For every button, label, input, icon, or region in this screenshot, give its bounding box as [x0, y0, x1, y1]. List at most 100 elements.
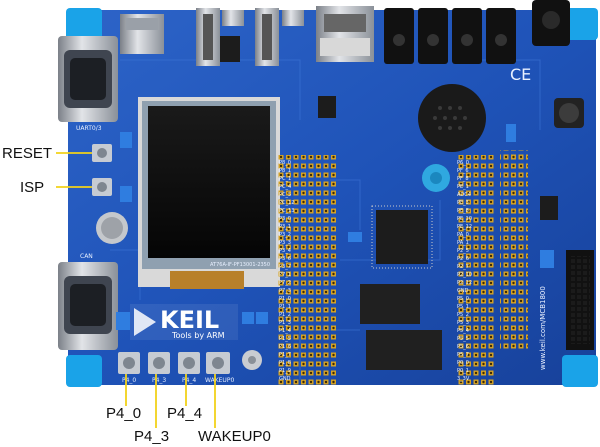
header-pin-label: PA_1: [457, 240, 469, 246]
header-pin-label: P1_0: [279, 296, 291, 302]
header-pin-label: P1_3: [279, 320, 291, 326]
ic-chip: [220, 36, 240, 62]
header-pin-label: P2_10: [457, 272, 472, 278]
callout-isp: ISP: [20, 179, 45, 196]
user-button-p4-3[interactable]: [148, 352, 170, 374]
callout-wakeup0: WAKEUP0: [198, 428, 271, 445]
board-url: www.keil.com/MCB1800: [539, 286, 547, 370]
header-pin-label: P8_1: [279, 168, 291, 174]
uart-silk-label: UART0/3: [76, 125, 102, 132]
header-right-labels: P6_0PF_6PF_8PE_1ADC4PE_3PE_8PE_10PE_12PA…: [457, 160, 472, 382]
header-pin-label: P1_1: [279, 304, 291, 310]
header-pin-label: P2_5: [457, 248, 469, 254]
header-pin-label: GND: [457, 288, 469, 294]
header-pin-label: P5_7: [457, 352, 469, 358]
header-pin-label: P1_8: [279, 360, 291, 366]
ce-mark: CE: [510, 65, 531, 84]
header-pin-label: P3_6: [279, 256, 291, 262]
header-pin-label: P7_2: [279, 280, 291, 286]
callout-p4-4: P4_4: [167, 405, 203, 422]
header-pin-label: PC_1: [279, 176, 291, 182]
header-pin-label: PE_12: [457, 224, 472, 230]
header-pin-label: P3_3: [279, 240, 291, 246]
silk-p4-4: P4_4: [182, 377, 196, 384]
header-pin-label: P0_0: [457, 360, 469, 366]
callout-leaders: [56, 152, 216, 428]
header-pin-label: P2_7: [457, 264, 469, 270]
header-pin-label: P3_7: [279, 264, 291, 270]
callout-p4-3: P4_3: [134, 428, 170, 445]
silk-p4-0: P4_0: [122, 377, 136, 384]
corner-bumper: [66, 8, 102, 40]
header-pin-label: PC_12: [279, 200, 294, 206]
header-pin-label: PC_4: [279, 184, 291, 190]
header-pin-label: P2_12: [457, 280, 472, 286]
header-pin-label: P1_5: [279, 336, 291, 342]
silk-wakeup0: WAKEUP0: [205, 377, 234, 384]
header-pin-label: PC_5: [279, 192, 291, 198]
header-pin-label: P1_4: [279, 328, 291, 334]
header-pin-label: P1_6: [279, 344, 291, 350]
header-pin-label: P5_2: [457, 312, 469, 318]
header-pin-label: PC_13: [279, 208, 294, 214]
callout-reset: RESET: [2, 145, 53, 162]
callout-p4-0: P4_0: [106, 405, 142, 422]
corner-bumper: [562, 355, 598, 387]
header-pin-label: P3_0: [279, 216, 291, 222]
header-pin-label: P7_3: [279, 288, 291, 294]
header-pin-label: P5_3: [457, 320, 469, 326]
pin-header-right: [456, 155, 496, 385]
ic-chip: [318, 96, 336, 118]
pin-header-far-right: [500, 150, 528, 350]
micro-usb-connector: [282, 10, 304, 26]
header-pin-label: PA_0: [457, 232, 469, 238]
lcd-screen: [148, 106, 270, 258]
header-pin-label: P3_4: [279, 248, 291, 254]
keil-logo: KEIL Tools by ARM: [130, 304, 238, 340]
header-pin-label: P3_1: [279, 224, 291, 230]
speaker: [418, 84, 486, 152]
corner-bumper: [66, 355, 102, 387]
header-pin-label: PE_1: [457, 184, 469, 190]
header-pin-label: P5_0: [457, 296, 469, 302]
header-pin-label: P5_1: [457, 304, 469, 310]
header-pin-label: P3_2: [279, 232, 291, 238]
header-pin-label: 3_3V: [457, 376, 470, 382]
header-pin-label: P7_1: [279, 272, 291, 278]
user-button-p4-4[interactable]: [178, 352, 200, 374]
jumpers: [116, 124, 554, 330]
header-pin-label: GND: [279, 376, 291, 382]
header-pin-label: PE_8: [457, 208, 469, 214]
header-pin-label: P0_1: [457, 368, 469, 374]
header-pin-label: ADC4: [457, 192, 471, 198]
can-silk-label: CAN: [80, 253, 93, 260]
header-pin-label: PF_6: [457, 168, 469, 174]
svg-text:KEIL: KEIL: [160, 306, 219, 334]
header-pin-label: P5_5: [457, 336, 469, 342]
header-pin-label: P1_9: [279, 368, 291, 374]
header-pin-label: PF_8: [457, 176, 469, 182]
silk-p4-3: P4_3: [152, 377, 166, 384]
svg-text:Tools by ARM: Tools by ARM: [171, 331, 225, 340]
header-pin-label: P1_2: [279, 312, 291, 318]
header-pin-label: P2_6: [457, 256, 469, 262]
header-pin-label: P5_4: [457, 328, 469, 334]
lcd-part-label: AT76A-IF-PF13001-2350: [210, 262, 270, 268]
pin-header-left: [278, 155, 338, 385]
sdram-chip: [366, 330, 442, 370]
ic-chip: [540, 196, 558, 220]
header-pin-label: P5_6: [457, 344, 469, 350]
user-button-wakeup0[interactable]: [206, 352, 230, 374]
header-pin-label: PE_10: [457, 216, 472, 222]
header-pin-label: P6_0: [457, 160, 469, 166]
header-pin-label: PE_3: [457, 200, 469, 206]
mcu-chip: [376, 210, 428, 264]
micro-usb-connector: [222, 10, 244, 26]
header-left-labels: P8_0P8_1PC_1PC_4PC_5PC_12PC_13P3_0P3_1P3…: [279, 160, 294, 382]
audio-jacks: [384, 8, 516, 64]
user-button-p4-0[interactable]: [118, 352, 140, 374]
header-pin-label: P1_7: [279, 352, 291, 358]
corner-bumper: [562, 8, 598, 40]
flash-chip: [360, 284, 420, 324]
